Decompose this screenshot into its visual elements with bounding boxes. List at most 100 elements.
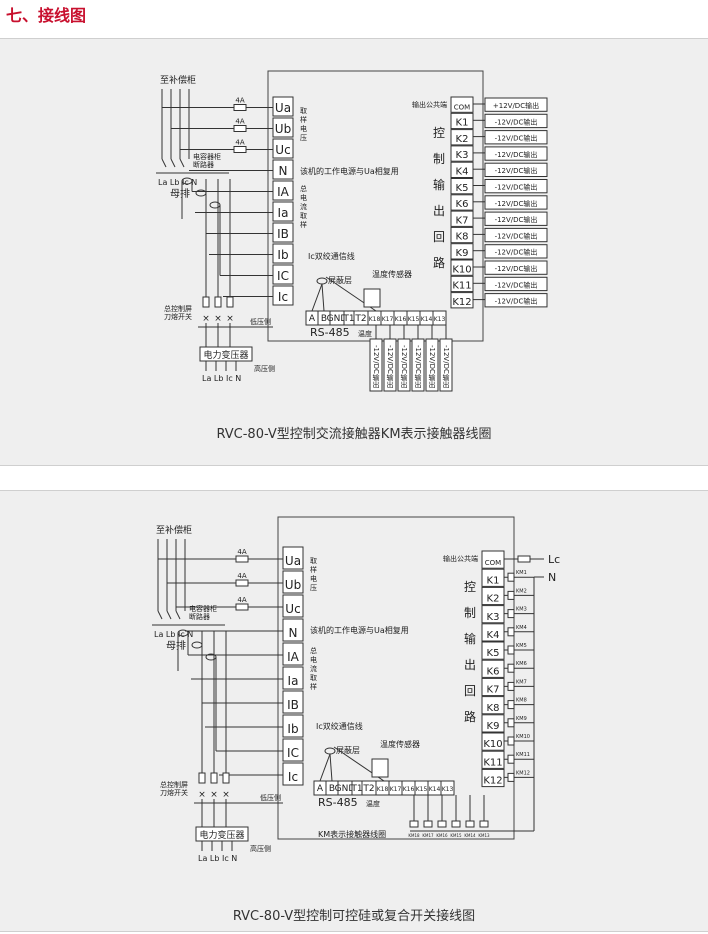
sampling-current-label: 流 <box>300 202 307 211</box>
temp-sensor-icon <box>363 288 381 308</box>
km-label: KM4 <box>516 625 527 631</box>
main-switch-label: 刀熔开关 <box>164 312 192 321</box>
fuse <box>235 579 249 587</box>
bottom-terminal-label: T1 <box>350 784 362 794</box>
bottom-output-box <box>369 338 383 392</box>
output-terminal <box>450 292 474 309</box>
knife-fuse-switch <box>198 772 206 784</box>
output-signal-box <box>484 130 548 145</box>
breaker-label: 电容器柜 <box>189 604 217 613</box>
output-terminal <box>450 112 474 130</box>
knife-fuse-switch <box>226 296 234 308</box>
power-note: 该机的工作电源与Ua相复用 <box>310 625 409 635</box>
bottom-terminal-label: T2 <box>362 784 374 794</box>
output-terminal-label: COM <box>485 559 501 567</box>
contactor-coil <box>507 681 515 691</box>
sampling-voltage-label: 压 <box>300 134 307 142</box>
sampling-current-label: 电 <box>300 193 307 202</box>
control-output-label: 回 <box>433 230 445 244</box>
control-output-label: 路 <box>464 709 476 724</box>
output-terminal <box>481 732 505 751</box>
output-terminal-label: COM <box>454 103 470 111</box>
twisted-pair-label: Ic双绞通信线 <box>316 721 363 731</box>
n-label: N <box>548 571 556 584</box>
bottom-terminal-label: A <box>317 784 324 794</box>
breaker-contact <box>179 158 185 168</box>
fuse <box>233 125 247 132</box>
contactor-coil <box>423 820 433 828</box>
output-signal-box <box>484 162 548 177</box>
fuse-rating: 4A <box>235 139 244 147</box>
output-terminal <box>450 226 474 244</box>
diagram-2-caption: RVC-80-V型控制可控硅或复合开关接线图 <box>232 909 476 924</box>
high-voltage-side-label: 高压侧 <box>250 844 271 853</box>
output-terminal-label: K3 <box>456 150 469 161</box>
output-signal-label: -12V/DC输出 <box>495 150 538 159</box>
output-common-label: 输出公共端 <box>443 554 478 563</box>
input-terminal <box>272 159 294 180</box>
input-terminal-label: N <box>279 164 288 178</box>
bottom-terminal-label: GND <box>335 784 356 794</box>
bottom-output-label: -12V/DC输出 <box>442 345 450 389</box>
input-terminal <box>282 546 304 570</box>
input-terminal-label: Ib <box>287 722 298 736</box>
bottom-km-label: KM17 <box>422 833 434 838</box>
bottom-output-label: -12V/DC输出 <box>428 345 436 389</box>
input-terminal-label: IC <box>287 746 299 760</box>
control-output-label: 出 <box>464 658 476 672</box>
sampling-current-label: 样 <box>310 682 317 691</box>
contactor-coil <box>507 609 515 619</box>
temperature-label: 温度 <box>358 329 372 338</box>
fuse-rating: 4A <box>235 118 244 126</box>
output-terminal-label: K2 <box>487 594 500 605</box>
input-terminal-label: Uc <box>275 143 290 157</box>
input-terminal <box>272 243 294 264</box>
output-terminal <box>481 623 505 642</box>
output-terminal <box>450 194 474 211</box>
input-terminal-label: Ia <box>288 674 299 688</box>
bottom-km-label: KM18 <box>408 833 420 838</box>
switch-contact: × <box>210 790 218 800</box>
input-terminal-label: IA <box>277 185 290 199</box>
km-label: KM9 <box>516 716 527 722</box>
contactor-coil <box>437 820 447 828</box>
control-output-label: 制 <box>433 152 445 166</box>
bottom-terminal-label: K16 <box>403 786 415 793</box>
output-terminal <box>481 696 505 715</box>
sampling-voltage-label: 取 <box>300 107 307 115</box>
bottom-terminal-label: K14 <box>421 316 433 323</box>
input-terminal-label: Uc <box>285 602 300 616</box>
bottom-terminal-label: T2 <box>354 314 366 324</box>
output-terminal-label: K1 <box>487 575 500 586</box>
transformer-phases-label: La Lb Ic N <box>198 854 237 863</box>
breaker-contact <box>175 610 181 620</box>
output-terminal <box>450 259 474 276</box>
bottom-terminal-label: K17 <box>390 786 402 793</box>
breaker-contact <box>170 158 176 168</box>
output-signal-box <box>484 195 548 210</box>
input-terminal <box>272 117 294 138</box>
sampling-current-label: 电 <box>310 655 317 664</box>
input-terminal <box>282 618 304 642</box>
bottom-output-box <box>439 338 453 392</box>
contactor-coil <box>465 820 475 828</box>
bottom-terminal-label: K17 <box>382 316 394 323</box>
contactor-coil <box>507 627 515 637</box>
input-terminal <box>272 285 294 306</box>
breaker-contact <box>166 610 172 620</box>
current-transformer <box>195 189 207 197</box>
km-label: KM2 <box>516 588 527 594</box>
sampling-current-label: 流 <box>310 664 317 673</box>
to-compensation-label: 至补偿柜 <box>156 524 192 536</box>
output-terminal <box>481 605 505 624</box>
sampling-voltage-label: 电 <box>300 124 307 133</box>
contactor-coil <box>507 700 515 710</box>
sampling-voltage-label: 取 <box>310 557 317 565</box>
busbar-label: 母排 <box>170 187 190 200</box>
output-signal-label: -12V/DC输出 <box>495 199 538 208</box>
output-signal-box <box>484 211 548 226</box>
sampling-voltage-label: 样 <box>300 115 307 124</box>
control-output-label: 输 <box>433 177 445 192</box>
sampling-current-label: 取 <box>310 674 317 682</box>
